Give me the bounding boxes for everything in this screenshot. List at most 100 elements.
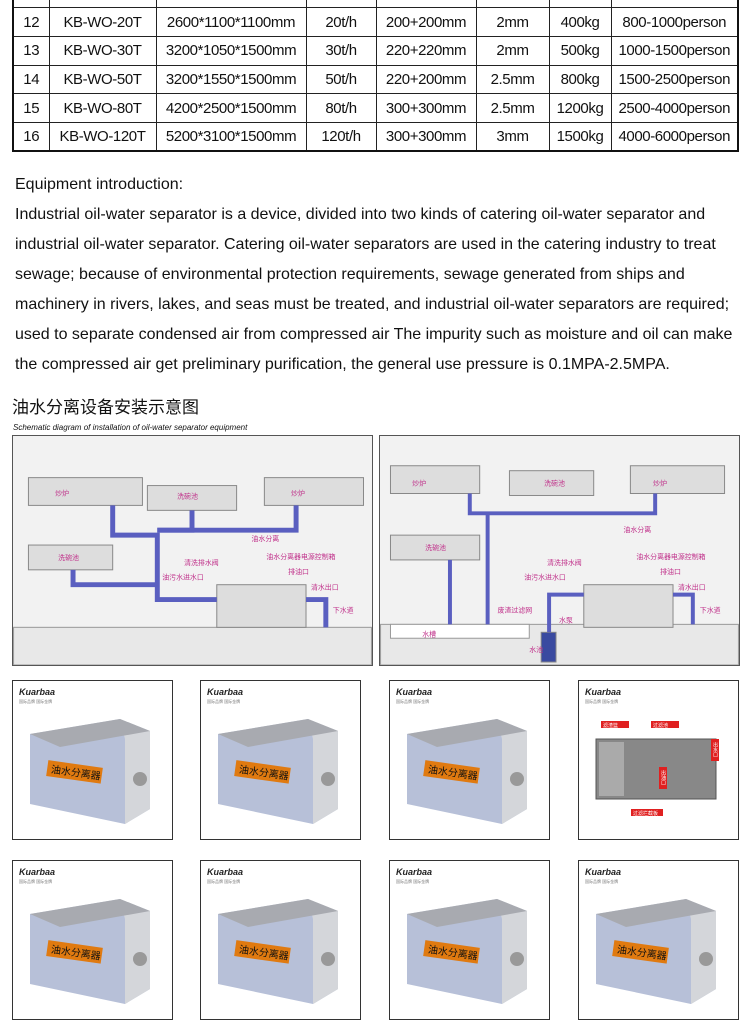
table-cell: 30t/h: [305, 35, 377, 66]
table-cell: [155, 0, 307, 9]
separator-product-photo: 油水分离器: [30, 899, 150, 1004]
label-valve: 清洗排水阀: [184, 558, 219, 567]
brand-logo: Kuarbaa: [19, 867, 56, 877]
brand-subtitle: 国际品牌 国际金牌: [396, 699, 430, 704]
table-cell: 300+300mm: [375, 121, 477, 152]
brand-logo: Kuarbaa: [396, 687, 433, 697]
table-cell: 220+200mm: [375, 64, 477, 95]
table-cell: 500kg: [548, 35, 612, 66]
brand-subtitle: 国际品牌 国际金牌: [19, 879, 53, 884]
table-cell: 1200kg: [548, 93, 612, 123]
brand-subtitle: 国际品牌 国际金牌: [207, 699, 241, 704]
table-cell: 1500kg: [548, 121, 612, 152]
label-basket: 滤渣篮: [603, 722, 618, 729]
brand-subtitle: 国际品牌 国际金牌: [585, 879, 619, 884]
separator-product-photo: 油水分离器: [596, 899, 716, 1004]
diagram-subtitle: Schematic diagram of installation of oil…: [13, 423, 248, 432]
label-filter-pool: 过滤池: [653, 722, 668, 729]
label-control: 油水分离器电源控制箱: [266, 552, 335, 561]
intro-body: Industrial oil-water separator is a devi…: [15, 206, 733, 373]
table-cell: 1000-1500person: [610, 35, 739, 66]
installation-diagram-right: 炒炉 洗碗池 炒炉 洗碗池 油水分离 清洗排水阀 油水分离器电源控制箱 油污水进…: [379, 435, 740, 666]
label-pump: 水泵: [559, 615, 573, 624]
table-cell: 2mm: [475, 35, 550, 66]
table-cell: 800kg: [548, 64, 612, 95]
table-cell: 400kg: [548, 7, 612, 37]
separator-product-photo: 油水分离器: [30, 719, 150, 824]
product-image-card[interactable]: Kuarbaa 国际品牌 国际金牌油水分离器: [389, 860, 550, 1020]
table-cell: 800-1000person: [610, 7, 739, 37]
label-stove-2: 炒炉: [291, 488, 305, 497]
table-cell: 3mm: [475, 121, 550, 152]
label-control: 油水分离器电源控制箱: [636, 552, 705, 561]
table-cell: [475, 0, 550, 9]
installation-diagram-left: 炒炉 洗碗池 炒炉 洗碗池 油水分离 清洗排水阀 油水分离器电源控制箱 油污水进…: [12, 435, 373, 666]
table-cell: 3200*1550*1500mm: [155, 64, 307, 95]
separator-product-photo: 油水分离器: [407, 719, 527, 824]
table-row: [12, 0, 739, 9]
table-cell: KB-WO-20T: [48, 7, 157, 37]
product-image-card[interactable]: Kuarbaa 国际品牌 国际金牌油水分离器: [200, 680, 361, 840]
table-cell: 13: [12, 35, 50, 66]
table-cell: 2.5mm: [475, 93, 550, 123]
label-oil-out: 排油口: [288, 567, 309, 576]
label-separator: 油水分离: [251, 534, 279, 543]
brand-logo: Kuarbaa: [207, 867, 244, 877]
table-cell: 5200*3100*1500mm: [155, 121, 307, 152]
table-cell: 2.5mm: [475, 64, 550, 95]
brand-logo: Kuarbaa: [207, 687, 244, 697]
table-cell: [548, 0, 612, 9]
table-cell: [375, 0, 477, 9]
table-cell: 50t/h: [305, 64, 377, 95]
brand-logo: Kuarbaa: [19, 687, 56, 697]
table-cell: 300+300mm: [375, 93, 477, 123]
product-image-card[interactable]: Kuarbaa 国际品牌 国际金牌油水分离器: [389, 680, 550, 840]
label-sink-2: 洗碗池: [425, 543, 446, 552]
label-water-out: 清水出口: [678, 583, 706, 592]
label-separator: 油水分离: [623, 525, 651, 534]
label-sink: 洗碗池: [544, 479, 565, 488]
label-inlet: 油污水进水口: [524, 573, 566, 582]
separator-product-photo: 油水分离器: [218, 899, 338, 1004]
label-valve: 清洗排水阀: [547, 558, 582, 567]
brand-subtitle: 国际品牌 国际金牌: [396, 879, 430, 884]
table-cell: 12: [12, 7, 50, 37]
table-cell: 200+200mm: [375, 7, 477, 37]
label-water-out: 清水出口: [311, 583, 339, 592]
intro-heading: Equipment introduction:: [15, 176, 184, 193]
table-cell: [12, 0, 50, 9]
table-cell: 4200*2500*1500mm: [155, 93, 307, 123]
label-inlet: 油污水进水口: [162, 573, 204, 582]
table-cell: [610, 0, 739, 9]
label-stove: 炒炉: [55, 488, 69, 497]
brand-logo: Kuarbaa: [396, 867, 433, 877]
separator-product-photo: 油水分离器: [218, 719, 338, 824]
table-cell: 2600*1100*1100mm: [155, 7, 307, 37]
label-stove: 炒炉: [412, 479, 426, 488]
product-image-card[interactable]: Kuarbaa 国际品牌 国际金牌油水分离器: [12, 860, 173, 1020]
table-cell: KB-WO-120T: [48, 121, 157, 152]
table-cell: 1500-2500person: [610, 64, 739, 95]
table-cell: 16: [12, 121, 50, 152]
label-trough: 水槽: [422, 629, 436, 638]
label-sink-2: 洗碗池: [58, 553, 79, 562]
table-cell: 20t/h: [305, 7, 377, 37]
table-cell: 220+220mm: [375, 35, 477, 66]
table-cell: KB-WO-30T: [48, 35, 157, 66]
label-pool: 水池: [529, 645, 543, 654]
brand-logo: Kuarbaa: [585, 687, 622, 697]
separator-inside-view: 滤渣篮过滤池出水口出油口过滤拦截板: [595, 721, 719, 817]
brand-subtitle: 国际品牌 国际金牌: [585, 699, 619, 704]
separator-product-photo: 油水分离器: [407, 899, 527, 1004]
label-sewer: 下水道: [333, 605, 354, 614]
table-cell: 120t/h: [305, 121, 377, 152]
